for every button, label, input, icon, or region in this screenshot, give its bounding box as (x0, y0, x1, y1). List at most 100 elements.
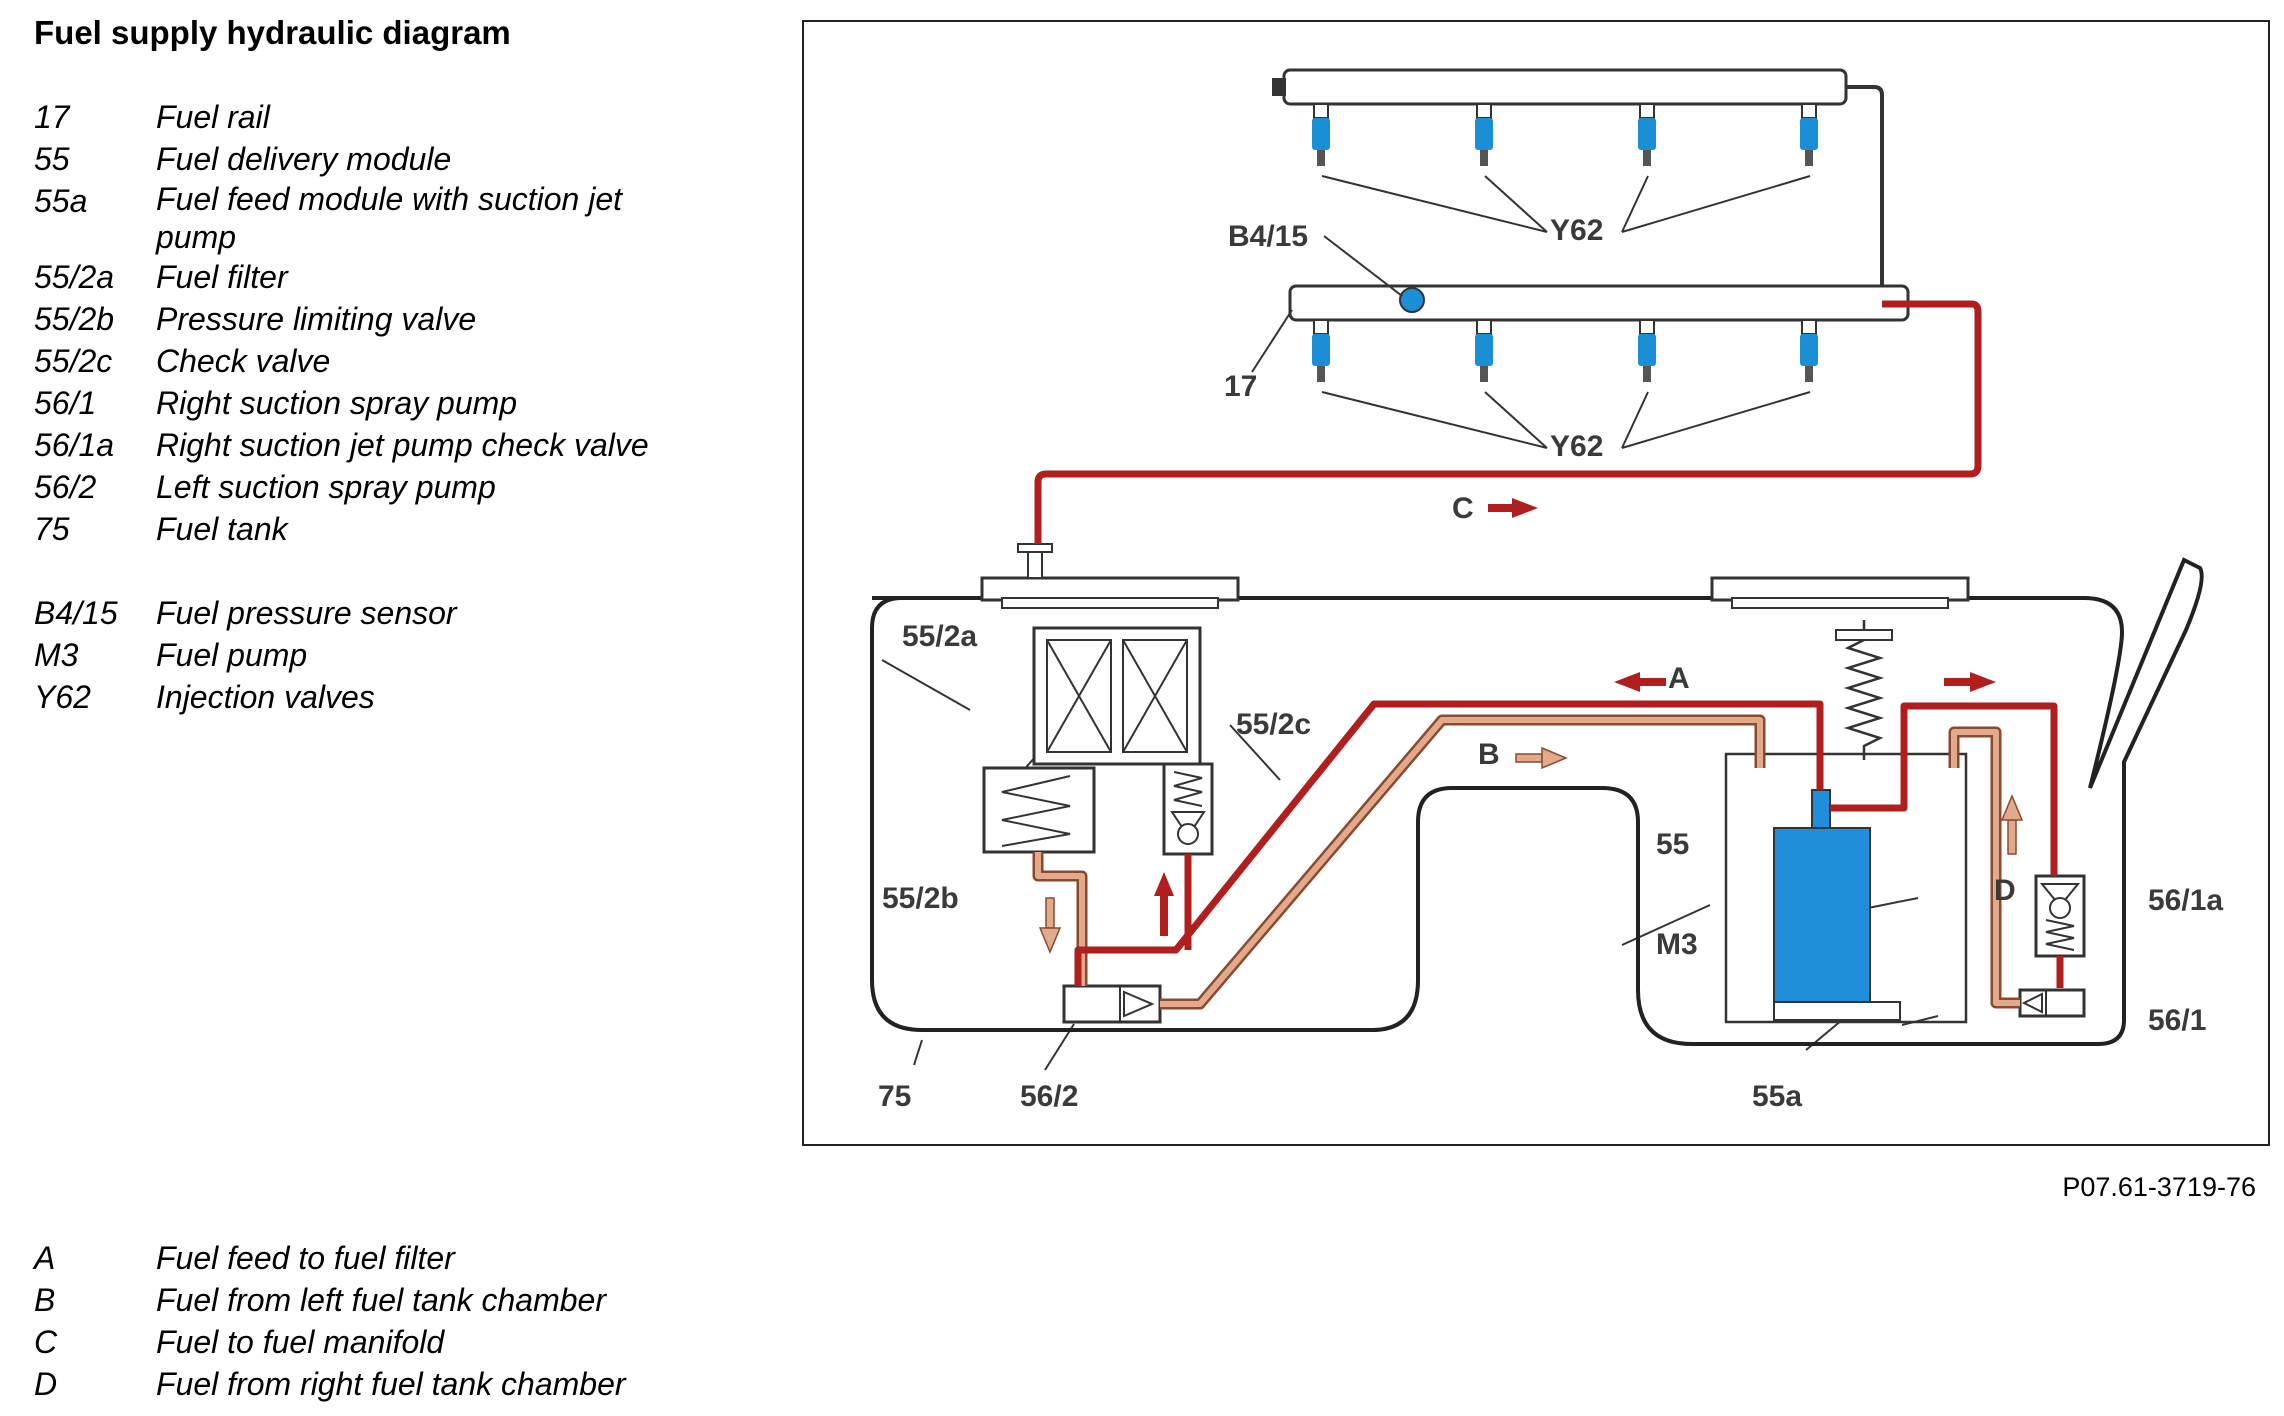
fuel-filter (1032, 626, 1202, 766)
fuel-feed-module-housing (1724, 752, 1968, 1024)
legend-desc: Fuel to fuel manifold (156, 1324, 445, 1360)
lower-fuel-rail (1288, 284, 1910, 322)
legend-desc: Fuel delivery module (156, 141, 452, 177)
label-55-2c: 55/2c (1236, 708, 1311, 741)
flow-arrow (1944, 672, 1996, 692)
legend-code: M3 (34, 637, 79, 673)
legend-desc: Fuel feed to fuel filter (156, 1240, 455, 1276)
legend-code: 55 (34, 141, 70, 177)
label-75: 75 (878, 1080, 911, 1113)
legend-code: A (34, 1240, 56, 1276)
label-17: 17 (1224, 370, 1257, 403)
legend-row: A Fuel feed to fuel filter (34, 1237, 696, 1279)
injector-valve-icon (1312, 103, 1330, 166)
label-flow-a: A (1668, 662, 1690, 695)
legend-row: 75 Fuel tank (34, 508, 696, 550)
label-56-2: 56/2 (1020, 1080, 1078, 1113)
injector-valve-icon (1312, 319, 1330, 382)
legend-desc: Fuel feed module with suction jet pump (156, 181, 623, 255)
legend-row: D Fuel from right fuel tank chamber (34, 1363, 696, 1405)
legend-code: 75 (34, 511, 70, 547)
page-title: Fuel supply hydraulic diagram (34, 14, 511, 51)
label-55-2a: 55/2a (902, 620, 977, 653)
legend-code: B (34, 1282, 56, 1318)
fuel-tank-outline (870, 557, 2204, 1046)
legend-desc: Fuel tank (156, 511, 288, 547)
label-flow-d: D (1994, 874, 2016, 907)
label-y62: Y62 (1550, 430, 1603, 463)
legend-desc: Fuel pressure sensor (156, 595, 457, 631)
legend-row: 55a Fuel feed module with suction jet pum… (34, 180, 696, 256)
tank-flange-right (1710, 576, 1970, 609)
label-y62: Y62 (1550, 214, 1603, 247)
spring-icon (1843, 620, 1885, 760)
jet-pump-check-valve (2034, 874, 2086, 958)
legend-row: 17 Fuel rail (34, 96, 696, 138)
legend-code: 55/2b (34, 301, 115, 337)
injector-valve-icon (1638, 319, 1656, 382)
electrical-legend: B4/15 Fuel pressure sensor M3 Fuel pump Y6… (34, 592, 696, 718)
legend-desc: Right suction jet pump check valve (156, 427, 649, 463)
flow-arrow (1488, 498, 1538, 518)
legend-desc: Fuel from left fuel tank chamber (156, 1282, 606, 1318)
left-suction-spray-pump (1062, 984, 1162, 1024)
legend-row: B Fuel from left fuel tank chamber (34, 1279, 696, 1321)
return-lines (1035, 717, 2020, 1007)
legend-code: C (34, 1324, 58, 1360)
flow-legend: A Fuel feed to fuel filter B Fuel from lef… (34, 1237, 696, 1405)
legend-desc: Fuel from right fuel tank chamber (156, 1366, 626, 1402)
label-55-2b: 55/2b (882, 882, 959, 915)
legend-code: 17 (34, 99, 70, 135)
legend-desc: Check valve (156, 343, 331, 379)
legend-desc: Right suction spray pump (156, 385, 518, 421)
flow-arrow (1515, 746, 1568, 770)
legend-row: M3 Fuel pump (34, 634, 696, 676)
hydraulic-diagram: Y62 B4/15 Y62 17 C 55/2a A B 55/2c 55 55… (802, 20, 2270, 1146)
legend-row: 56/1a Right suction jet pump check valve (34, 424, 696, 466)
flow-arrow (1614, 672, 1666, 692)
legend-row: 56/1 Right suction spray pump (34, 382, 696, 424)
legend-code: 55/2c (34, 343, 113, 379)
label-56-1a: 56/1a (2148, 884, 2223, 917)
legend-code: 55/2a (34, 259, 115, 295)
legend-row: C Fuel to fuel manifold (34, 1321, 696, 1363)
legend-code: 56/1 (34, 385, 97, 421)
feed-lines (1034, 300, 2064, 988)
figure-reference: P07.61-3719-76 (2062, 1172, 2256, 1202)
injector-valve-icon (1475, 103, 1493, 166)
label-flow-b: B (1478, 738, 1500, 771)
legend-desc: Pressure limiting valve (156, 301, 477, 337)
legend-row: B4/15 Fuel pressure sensor (34, 592, 696, 634)
legend-code: D (34, 1366, 58, 1402)
injector-valve-icon (1800, 319, 1818, 382)
flow-arrow (1154, 872, 1174, 936)
injector-valve-icon (1638, 103, 1656, 166)
label-b4-15: B4/15 (1228, 220, 1308, 253)
legend-row: 55 Fuel delivery module (34, 138, 696, 180)
injector-valve-icon (1800, 103, 1818, 166)
legend-row: 55/2c Check valve (34, 340, 696, 382)
check-valve (1162, 762, 1214, 856)
label-m3: M3 (1656, 928, 1698, 961)
legend-desc: Fuel pump (156, 637, 308, 673)
legend-row: Y62 Injection valves (34, 676, 696, 718)
flow-arrow (1038, 897, 1062, 954)
tank-flange-left (980, 576, 1240, 609)
injector-valve-icon (1475, 319, 1493, 382)
label-55a: 55a (1752, 1080, 1802, 1113)
legend-code: B4/15 (34, 595, 118, 631)
legend-code: Y62 (34, 679, 91, 715)
label-56-1: 56/1 (2148, 1004, 2206, 1037)
upper-fuel-rail (1272, 68, 1884, 285)
label-55: 55 (1656, 828, 1689, 861)
flow-arrow (2000, 794, 2024, 855)
legend-desc: Left suction spray pump (156, 469, 496, 505)
pressure-limiting-valve (982, 766, 1096, 854)
legend-code: 56/1a (34, 427, 115, 463)
legend-desc: Injection valves (156, 679, 375, 715)
legend-desc: Fuel rail (156, 99, 270, 135)
legend-code: 55a (34, 183, 88, 219)
